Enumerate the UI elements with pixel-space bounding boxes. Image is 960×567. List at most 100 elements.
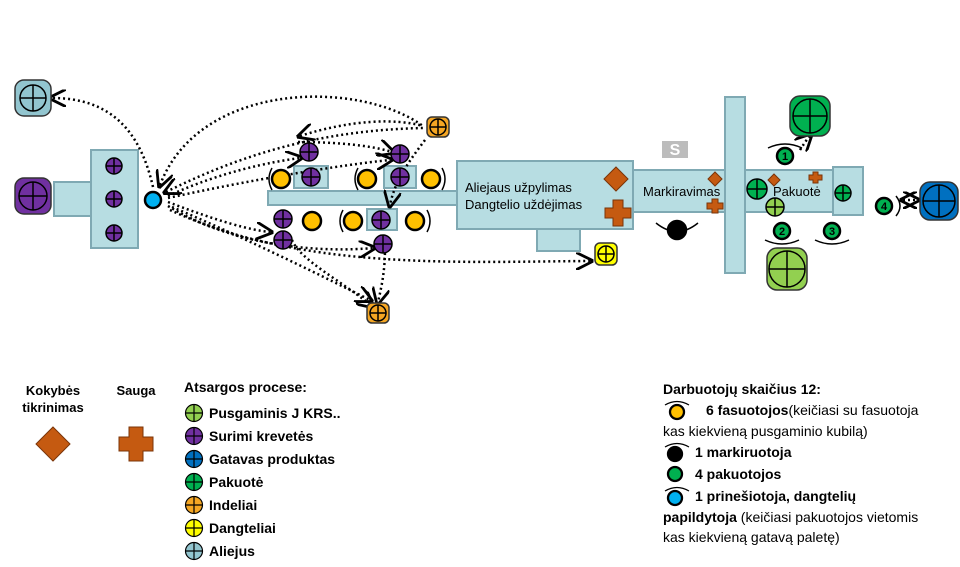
- inventory-legend-label: Aliejus: [209, 542, 255, 559]
- fasuotojos-note-cont: kas kiekvieną pusgaminio kubilą): [663, 423, 868, 439]
- pusgaminis-icon: [766, 247, 808, 291]
- inventory-legend-label: Pusgaminis J KRS..: [209, 404, 341, 421]
- quality-legend: Kokybės tikrinimas: [18, 382, 88, 469]
- quality-check-icon: [35, 426, 71, 462]
- lids-icon: [594, 242, 618, 266]
- worker-pakuotoja-icon: [666, 465, 684, 483]
- surimi-icon: [390, 167, 410, 187]
- worker-prinesiotoja: 1 prinešiotoja, dangtelių: [663, 485, 955, 507]
- packing-label: Pakuotė: [773, 184, 821, 199]
- inventory-legend-label: Pakuotė: [209, 473, 264, 490]
- inventory-legend-label: Surimi krevetės: [209, 427, 314, 444]
- worker-pakuotoja: [874, 196, 894, 216]
- worker-pakuotoja: [772, 221, 792, 241]
- safety-legend-label: Sauga: [116, 383, 156, 398]
- surimi-icon: [105, 224, 123, 242]
- markiruotoja-count: 1 markiruotoja: [695, 444, 792, 460]
- jars-icon: [426, 116, 450, 138]
- finished-product-icon: [919, 181, 959, 221]
- worker-pakuotoja: [822, 221, 842, 241]
- worker-fasuotoja-icon: [664, 400, 690, 421]
- prinesiotoja-note-line: papildytoja (keičiasi pakuotojos vietomi…: [663, 507, 955, 527]
- main-conveyor: [267, 190, 459, 206]
- prinesiotoja-note: (keičiasi pakuotojos vietomis: [736, 509, 919, 525]
- quality-check-icon: [707, 171, 723, 187]
- surimi-icon: [301, 167, 321, 187]
- worker-prinesiotoja-icon: [664, 486, 690, 507]
- finished-product-icon: [184, 449, 204, 468]
- vertical-transfer: [724, 96, 746, 274]
- packaging-icon: [789, 95, 831, 137]
- worker-prinesiotoja: [143, 190, 163, 210]
- quality-check-icon: [603, 166, 629, 192]
- surimi-icon: [14, 177, 52, 215]
- left-feed-stub: [53, 181, 95, 217]
- worker-pakuotoja: [775, 146, 795, 166]
- worker-fasuotoja: [342, 210, 364, 232]
- safety-legend: Sauga: [110, 382, 162, 469]
- packer-number: 3: [829, 226, 835, 238]
- packaging-icon: [746, 178, 768, 200]
- pusgaminis-icon: [765, 197, 785, 217]
- conveyor-structures: [53, 96, 864, 274]
- surimi-icon: [105, 157, 123, 175]
- worker-fasuotoja: [356, 168, 378, 190]
- worker-markiruotoja: 1 markiruotoja: [663, 441, 955, 463]
- packer-number: 1: [782, 151, 788, 163]
- worker-markiruotoja-icon: [664, 442, 690, 463]
- inventory-legend-item: Indeliai: [184, 493, 384, 516]
- inventory-legend-label: Gatavas produktas: [209, 450, 336, 467]
- pusgaminis-icon: [184, 403, 204, 422]
- filling-label-lid: Dangtelio uždėjimas: [465, 197, 583, 212]
- packaging-icon: [834, 184, 852, 202]
- workers: [143, 146, 894, 241]
- worker-fasuotojos: 6 fasuotojos(keičiasi su fasuotoja: [663, 399, 955, 421]
- packer-number: 4: [881, 201, 888, 213]
- surimi-icon: [184, 426, 204, 445]
- worker-fasuotoja: [301, 210, 323, 232]
- inventory-legend-item: Aliejus: [184, 539, 384, 562]
- oil-icon: [184, 541, 204, 560]
- quality-check-icon: [767, 173, 781, 187]
- prinesiotoja-role: papildytoja: [663, 509, 737, 525]
- filling-output-stub: [536, 228, 581, 252]
- jars-icon: [184, 495, 204, 514]
- worker-fasuotoja: [404, 210, 426, 232]
- filling-label-oil: Aliejaus užpylimas: [465, 180, 572, 195]
- prinesiotoja-count: 1 prinešiotoja, dangtelių: [695, 488, 857, 504]
- s-marker: S: [662, 141, 688, 159]
- surimi-icon: [105, 190, 123, 208]
- surimi-icon: [371, 210, 391, 230]
- worker-fasuotoja: [270, 168, 292, 190]
- oil-icon: [14, 79, 52, 117]
- safety-icon: [118, 426, 154, 462]
- worker-fasuotoja: [420, 168, 442, 190]
- fasuotojos-note: (keičiasi su fasuotoja: [788, 402, 919, 418]
- marking-label: Markiravimas: [643, 184, 721, 199]
- quality-legend-label: Kokybės tikrinimas: [22, 383, 84, 415]
- safety-icon: [604, 199, 632, 227]
- worker-count-title: Darbuotojų skaičius 12:: [663, 381, 821, 397]
- inventory-legend-item: Pakuotė: [184, 470, 384, 493]
- svg-text:S: S: [670, 142, 681, 159]
- packer-number-labels: 1 2 3 4: [779, 151, 888, 238]
- surimi-icon: [273, 209, 293, 229]
- worker-arc-marks: [268, 143, 901, 245]
- prinesiotoja-note-cont: kas kiekvieną gatavą paletę): [663, 529, 840, 545]
- packer-number: 2: [779, 226, 785, 238]
- filling-station: [456, 160, 634, 230]
- inventory-legend-title: Atsargos procese:: [184, 379, 307, 395]
- inventory-tokens: [14, 79, 959, 324]
- inventory-legend: Atsargos procese: Pusgaminis J KRS.. Suri…: [184, 379, 384, 562]
- inventory-legend-label: Indeliai: [209, 496, 258, 513]
- fasuotojos-count: 6 fasuotojos: [706, 402, 789, 418]
- safety-marks: [604, 171, 823, 227]
- surimi-icon: [299, 142, 319, 162]
- inventory-legend-item: Pusgaminis J KRS..: [184, 401, 384, 424]
- quality-check-marks: [603, 166, 781, 192]
- inventory-legend-item: Dangteliai: [184, 516, 384, 539]
- surimi-icon: [373, 234, 393, 254]
- jars-icon: [366, 302, 390, 324]
